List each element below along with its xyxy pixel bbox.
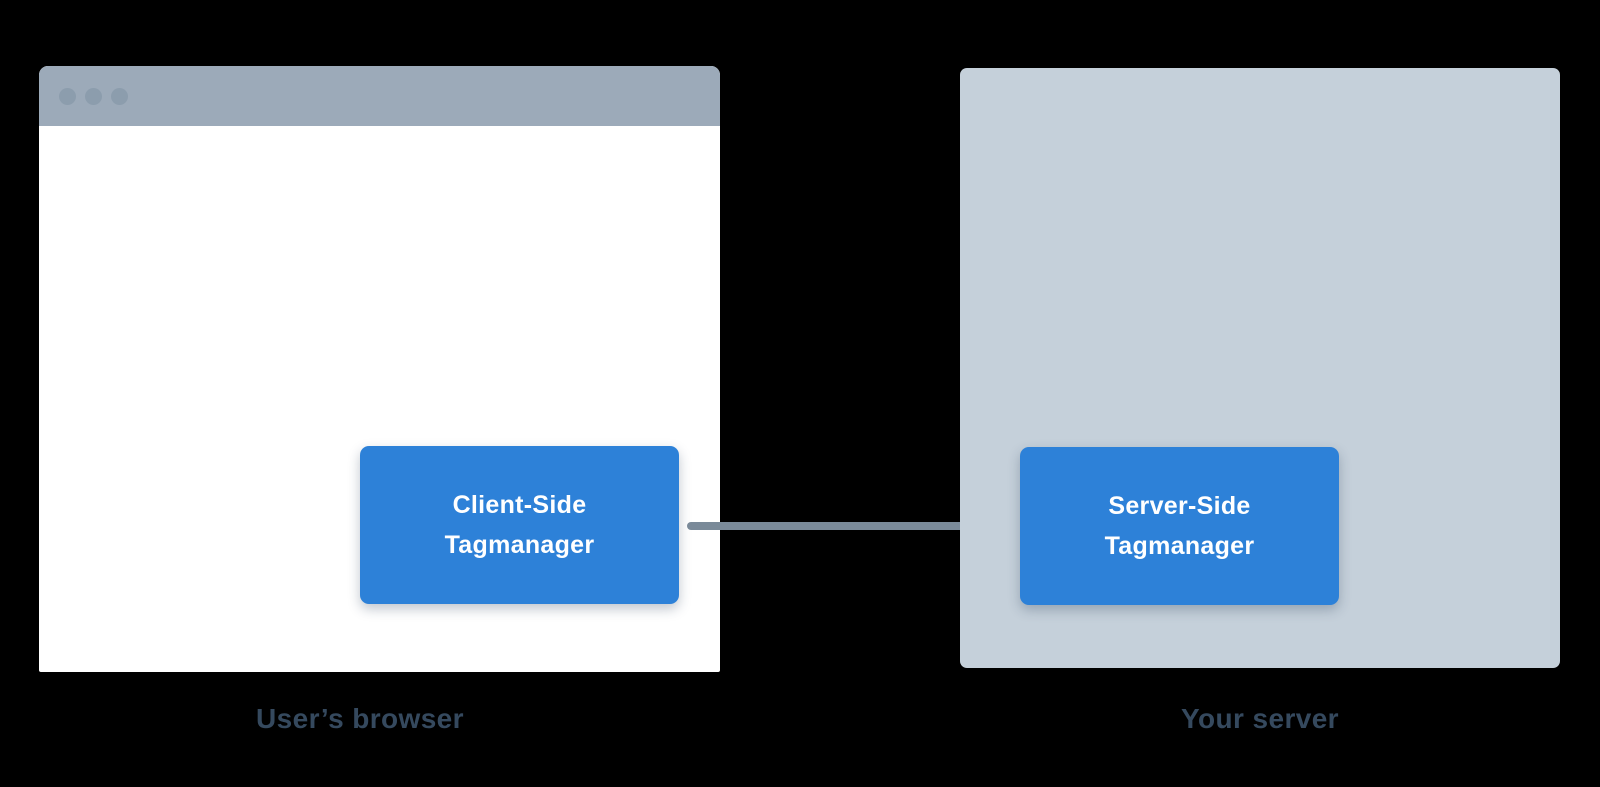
client-box-label-line2: Tagmanager (444, 531, 595, 559)
window-control-dot-1 (59, 87, 76, 105)
browser-titlebar (39, 66, 720, 126)
browser-caption: User’s browser (256, 703, 464, 734)
window-control-dot-2 (85, 87, 102, 105)
window-control-dot-3 (111, 87, 128, 105)
server-caption: Your server (1181, 703, 1339, 734)
server-side-tagmanager-box: Server-Side Tagmanager (1020, 447, 1339, 605)
client-box-label-line1: Client-Side (452, 491, 587, 519)
server-box-label-line1: Server-Side (1108, 492, 1251, 520)
server-box-label-line2: Tagmanager (1104, 532, 1255, 560)
client-side-tagmanager-box: Client-Side Tagmanager (360, 446, 679, 604)
